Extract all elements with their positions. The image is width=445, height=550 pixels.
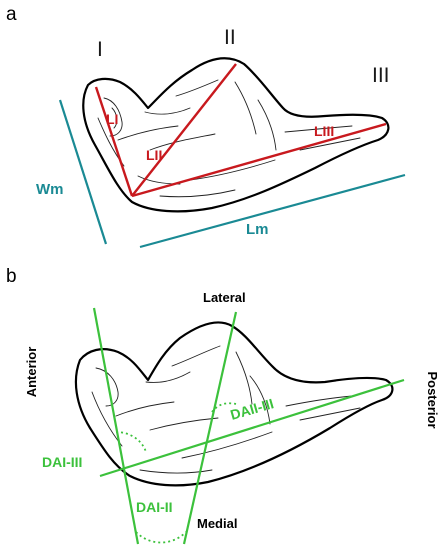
panel-a: a I II III LI LII LIII [6, 4, 406, 249]
angle-arc-dai-iii [115, 431, 147, 453]
angle-label-daii-iii: DAII-III [228, 395, 275, 423]
bone-outline-b [74, 321, 394, 487]
angle-label-dai-ii: DAI-II [136, 499, 173, 515]
region-label-iii: III [372, 64, 390, 87]
length-max-label: Lm [246, 221, 269, 238]
length-line-i [94, 86, 134, 197]
bone-outline-a [82, 57, 390, 213]
width-max-label: Wm [36, 181, 64, 198]
width-max-line [58, 99, 108, 245]
bone-texture-b [91, 345, 361, 474]
angle-label-dai-iii: DAI-III [42, 454, 82, 470]
length-label-iii: LIII [314, 123, 334, 139]
length-max-line [139, 173, 406, 249]
direction-label-medial: Medial [197, 516, 237, 531]
axis-line-region-iii [99, 378, 405, 478]
angle-arc-dai-ii [135, 531, 187, 544]
length-label-ii: LII [146, 147, 162, 163]
panel-b: b DAI-III DAI-II DAII-III [6, 266, 440, 545]
length-line-iii [131, 122, 387, 198]
axis-line-region-i [92, 307, 140, 545]
bone-texture-a [97, 79, 361, 198]
region-label-ii: II [224, 26, 236, 49]
direction-label-lateral: Lateral [203, 290, 246, 305]
region-label-i: I [97, 38, 103, 61]
panel-a-letter: a [6, 4, 17, 25]
axis-line-region-ii [182, 311, 238, 545]
length-label-i: LI [106, 111, 118, 127]
direction-label-anterior: Anterior [24, 347, 39, 398]
length-line-ii [131, 63, 237, 197]
direction-label-posterior: Posterior [425, 371, 440, 428]
panel-b-letter: b [6, 266, 17, 287]
